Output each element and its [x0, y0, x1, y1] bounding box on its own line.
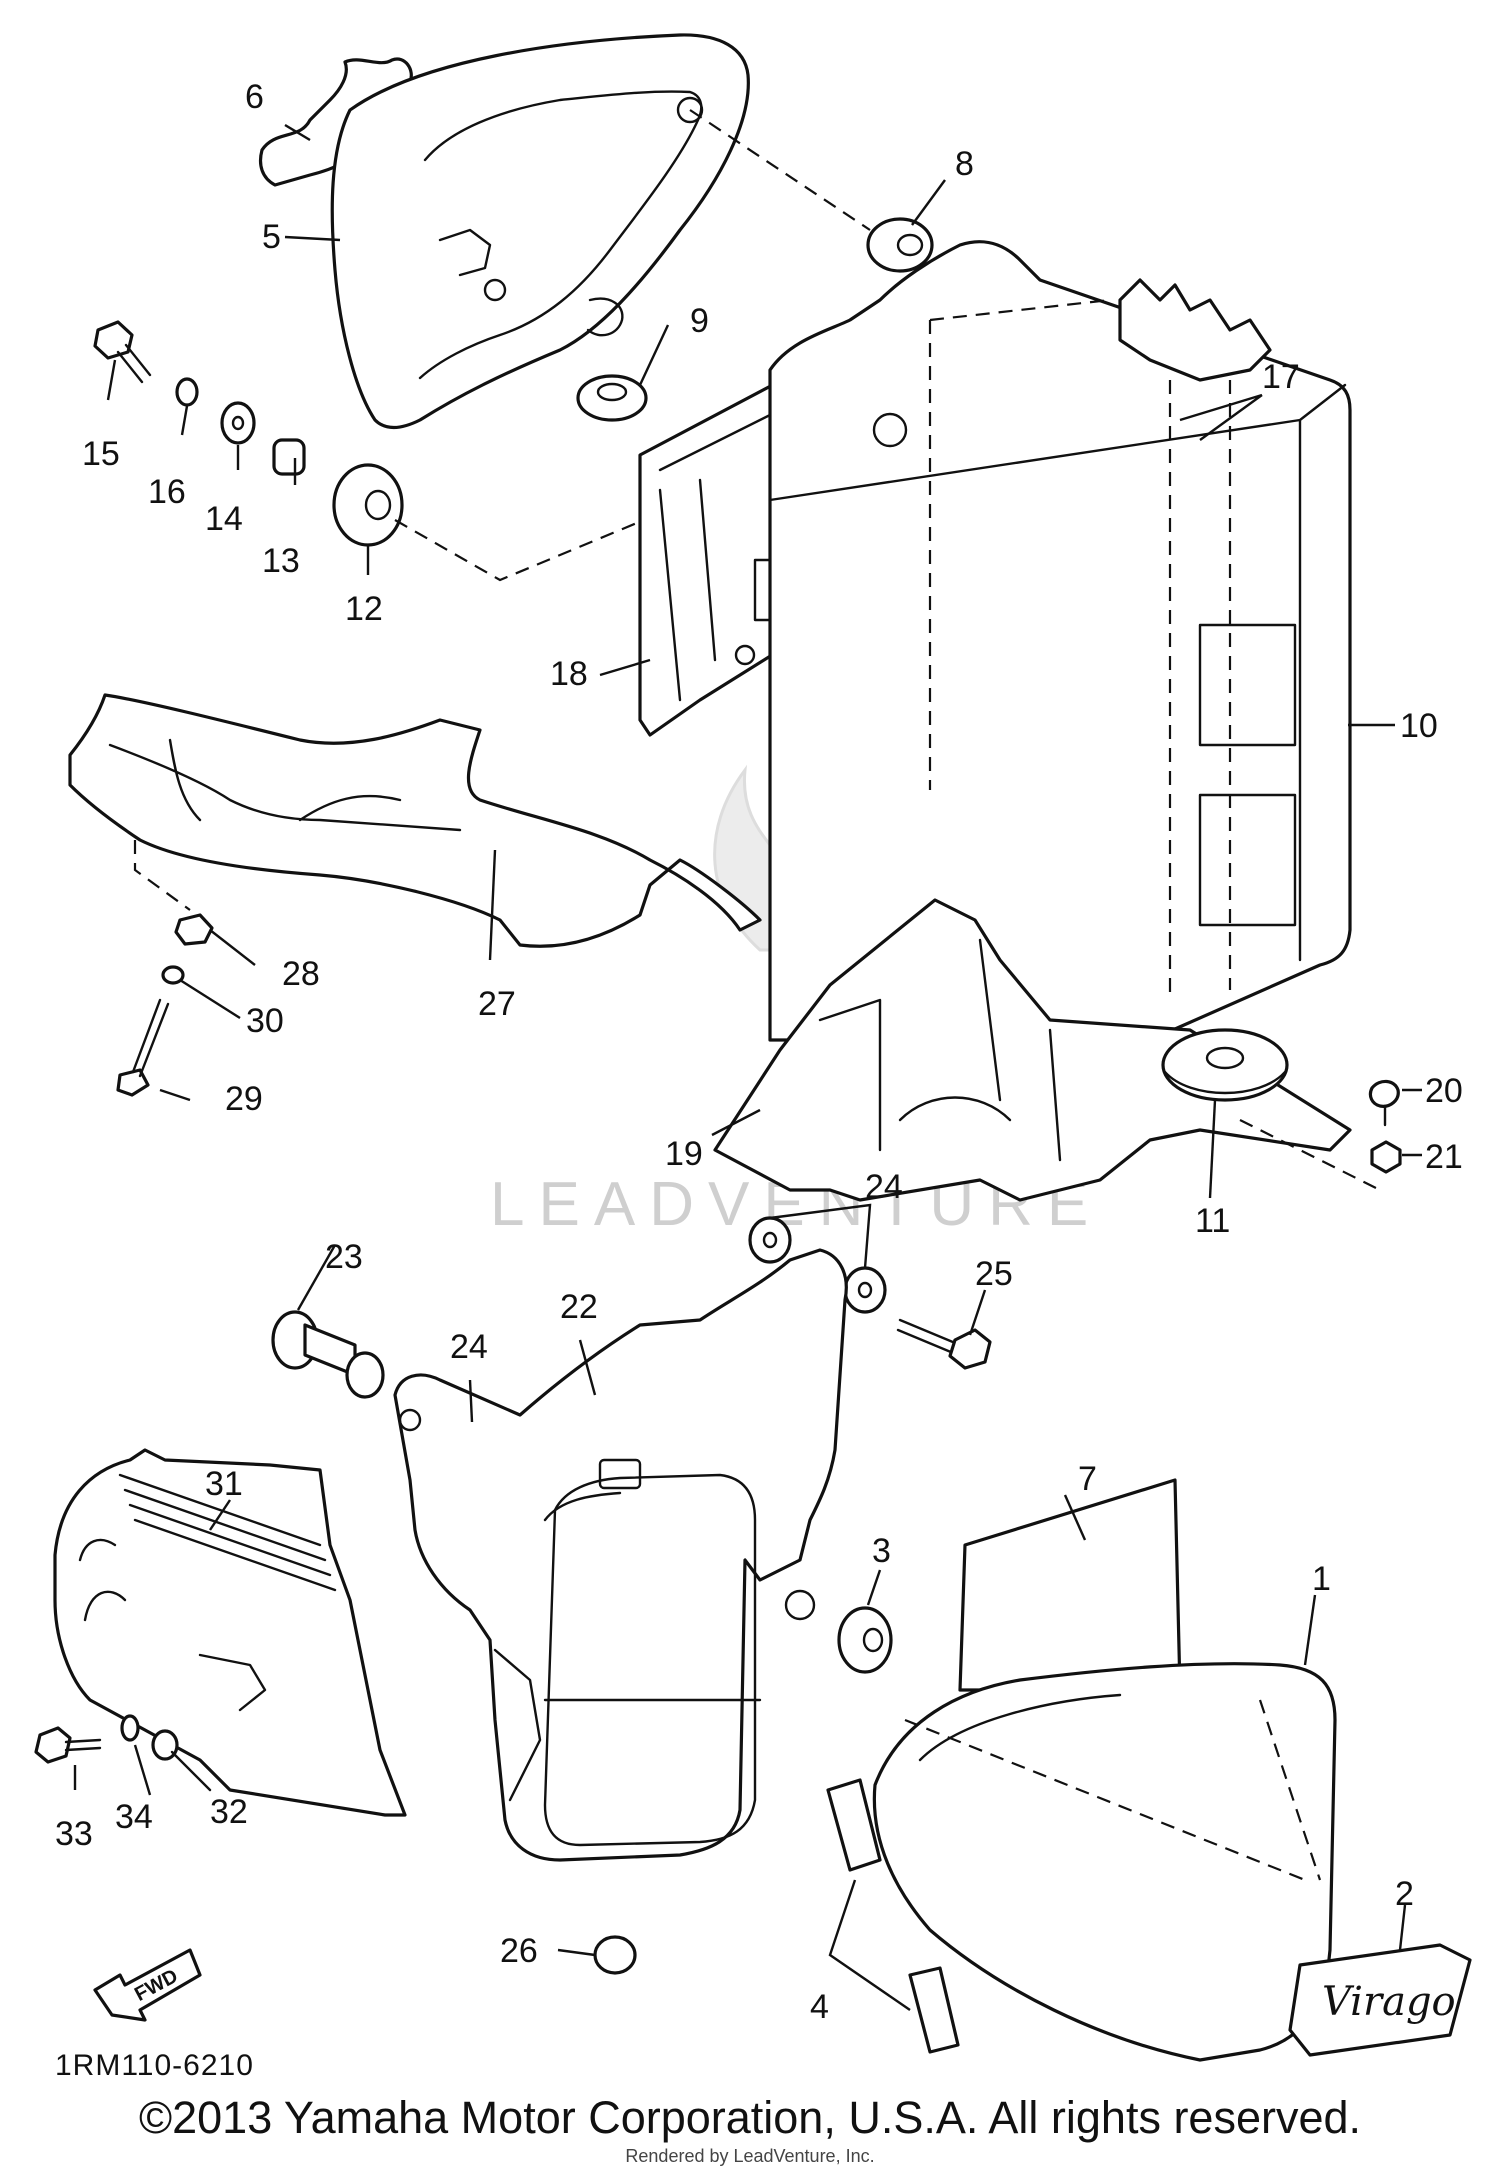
callout-5: 5 — [262, 218, 281, 256]
guide-line-4 — [133, 840, 191, 911]
callout-12: 12 — [345, 590, 383, 628]
part-34-washer — [120, 1714, 140, 1742]
callout-20: 20 — [1425, 1072, 1463, 1110]
part-3-grommet — [837, 1606, 893, 1674]
diagram-code: 1RM110-6210 — [55, 2049, 254, 2082]
part-5-upper-cover — [330, 33, 750, 430]
part-7-panel — [958, 1478, 1182, 1692]
rendered-by-notice: Rendered by LeadVenture, Inc. — [625, 2146, 875, 2166]
callout-31: 31 — [205, 1465, 243, 1503]
callout-25: 25 — [975, 1255, 1013, 1293]
callout-34: 34 — [115, 1798, 153, 1836]
callout-29: 29 — [225, 1080, 263, 1118]
leader-4 — [828, 1879, 911, 2011]
part-33-bolt — [34, 1726, 102, 1764]
part-1-side-cover — [872, 1662, 1337, 2062]
part-2-emblem: Virago — [1288, 1943, 1472, 2057]
callout-19: 19 — [665, 1135, 703, 1173]
callout-28: 28 — [282, 955, 320, 993]
callout-16: 16 — [148, 473, 186, 511]
callout-1: 1 — [1312, 1560, 1331, 1598]
callout-3: 3 — [872, 1532, 891, 1570]
callout-7: 7 — [1078, 1460, 1097, 1498]
part-13-collar — [272, 438, 306, 476]
part-16-spring-washer — [175, 377, 199, 407]
part-28-nut — [174, 913, 214, 946]
part-31-louvre-cover — [53, 1448, 407, 1817]
callout-22: 22 — [560, 1288, 598, 1326]
callout-6: 6 — [245, 78, 264, 116]
part-32-nut — [151, 1729, 212, 1792]
callout-24-a: 24 — [865, 1168, 903, 1206]
part-29-bolt — [116, 998, 170, 1097]
part-11-grommet — [1161, 1028, 1289, 1102]
part-14-washer — [220, 401, 256, 445]
part-10-battery-box — [768, 240, 1352, 1042]
emblem-text: Virago — [1322, 1979, 1456, 2025]
callout-17: 17 — [1262, 358, 1300, 396]
part-12-grommet — [332, 463, 404, 547]
part-24-washer-a — [748, 1216, 792, 1264]
guide-line-1 — [689, 109, 871, 231]
callout-labels: 6 5 8 9 17 15 16 14 13 12 18 10 28 27 30… — [55, 78, 1463, 2082]
callout-2: 2 — [1395, 1875, 1414, 1913]
callout-8: 8 — [955, 145, 974, 183]
callout-33: 33 — [55, 1815, 93, 1853]
part-9-grommet — [576, 374, 648, 422]
part-25-bolt — [896, 1318, 992, 1370]
part-8-grommet — [866, 217, 934, 273]
part-4-pad-a — [826, 1778, 882, 1872]
callout-24-b: 24 — [450, 1328, 488, 1366]
part-6-bracket — [258, 57, 413, 187]
callout-26: 26 — [500, 1932, 538, 1970]
part-21-nut — [1370, 1140, 1402, 1174]
part-27-side-bracket — [68, 693, 762, 948]
part-23-collar — [271, 1310, 385, 1399]
callout-27: 27 — [478, 985, 516, 1023]
callout-11: 11 — [1195, 1202, 1230, 1240]
callout-21: 21 — [1425, 1138, 1463, 1176]
part-15-bolt — [93, 320, 152, 384]
callout-9: 9 — [690, 302, 709, 340]
callout-10: 10 — [1400, 707, 1438, 745]
callout-30: 30 — [246, 1002, 284, 1040]
callout-15: 15 — [82, 435, 120, 473]
leader-lines — [73, 123, 1422, 1957]
callout-14: 14 — [205, 500, 243, 538]
callout-18: 18 — [550, 655, 588, 693]
callout-32: 32 — [210, 1793, 248, 1831]
fwd-arrow-icon: FWD — [93, 1948, 202, 2022]
guide-line-3 — [1239, 1119, 1381, 1191]
part-20-bolt — [1368, 1079, 1400, 1127]
part-19-lower-bracket — [713, 898, 1352, 1202]
part-26-grommet — [593, 1935, 637, 1975]
part-4-pad-b — [908, 1966, 960, 2054]
copyright-notice: ©2013 Yamaha Motor Corporation, U.S.A. A… — [138, 2092, 1362, 2143]
callout-13: 13 — [262, 542, 300, 580]
part-22-case — [393, 1248, 848, 1862]
callout-4: 4 — [810, 1988, 829, 2026]
callout-23: 23 — [325, 1238, 363, 1276]
part-24-washer-b — [843, 1266, 887, 1314]
part-30-washer — [161, 965, 185, 985]
